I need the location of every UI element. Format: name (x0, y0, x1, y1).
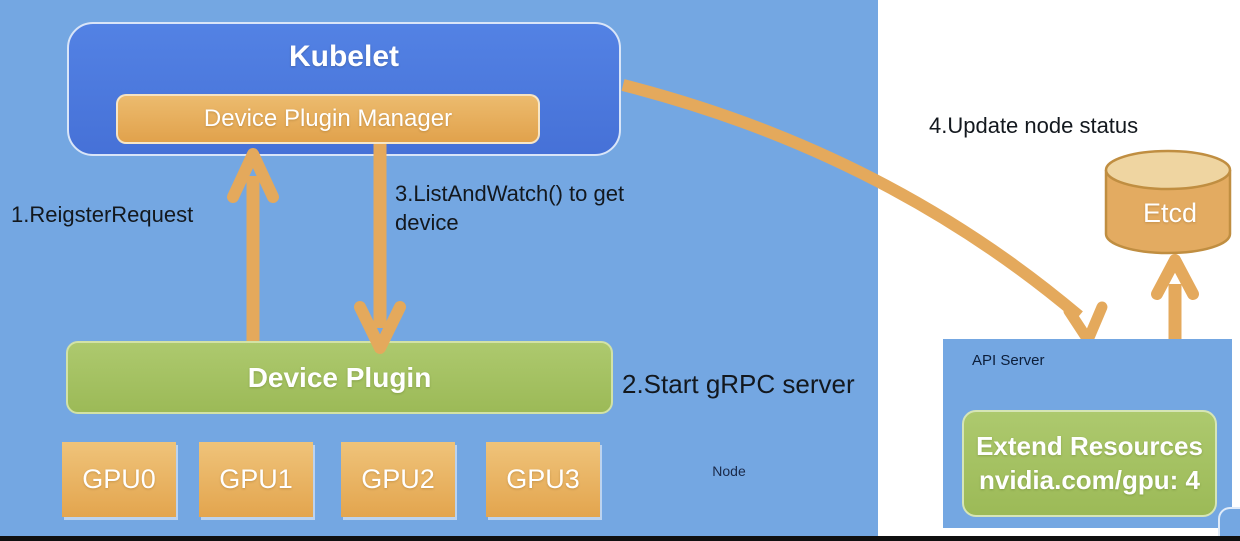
device-plugin-manager-label: Device Plugin Manager (203, 105, 453, 132)
device-plugin-manager-box: Device Plugin Manager (116, 94, 540, 144)
gpu-label: GPU1 (219, 464, 293, 494)
api-server-label: API Server (972, 352, 1045, 369)
gpu-box: GPU1 (199, 442, 313, 517)
extend-resources-line2: nvidia.com/gpu: 4 (978, 464, 1201, 495)
gpu-label: GPU2 (361, 464, 435, 494)
api-server-box: API Server Extend Resources nvidia.com/g… (943, 339, 1232, 528)
gpu-box: GPU0 (62, 442, 176, 517)
step2-start-grpc-label: 2.Start gRPC server (622, 369, 855, 399)
device-plugin-label: Device Plugin (247, 361, 432, 393)
etcd-cylinder-icon (1104, 149, 1232, 255)
step4-update-node-status-label: 4.Update node status (929, 113, 1139, 138)
gpu-label: GPU3 (506, 464, 580, 494)
extend-resources-line1: Extend Resources (976, 430, 1203, 461)
device-plugin-box: Device Plugin (66, 341, 613, 414)
gpu-box: GPU3 (486, 442, 600, 517)
corner-shape (1218, 507, 1240, 536)
bottom-bar (0, 536, 1240, 541)
node-label: Node (712, 463, 746, 479)
api-to-etcd-arrow-icon (1151, 254, 1199, 339)
gpu-label: GPU0 (82, 464, 156, 494)
etcd-label: Etcd (1142, 198, 1198, 228)
step3-listandwatch-label: 3.ListAndWatch() to get device (395, 181, 625, 235)
step1-register-request-label: 1.ReigsterRequest (11, 202, 194, 227)
kubelet-title: Kubelet (288, 40, 399, 73)
gpu-box: GPU2 (341, 442, 455, 517)
extend-resources-box: Extend Resources nvidia.com/gpu: 4 (962, 410, 1217, 517)
